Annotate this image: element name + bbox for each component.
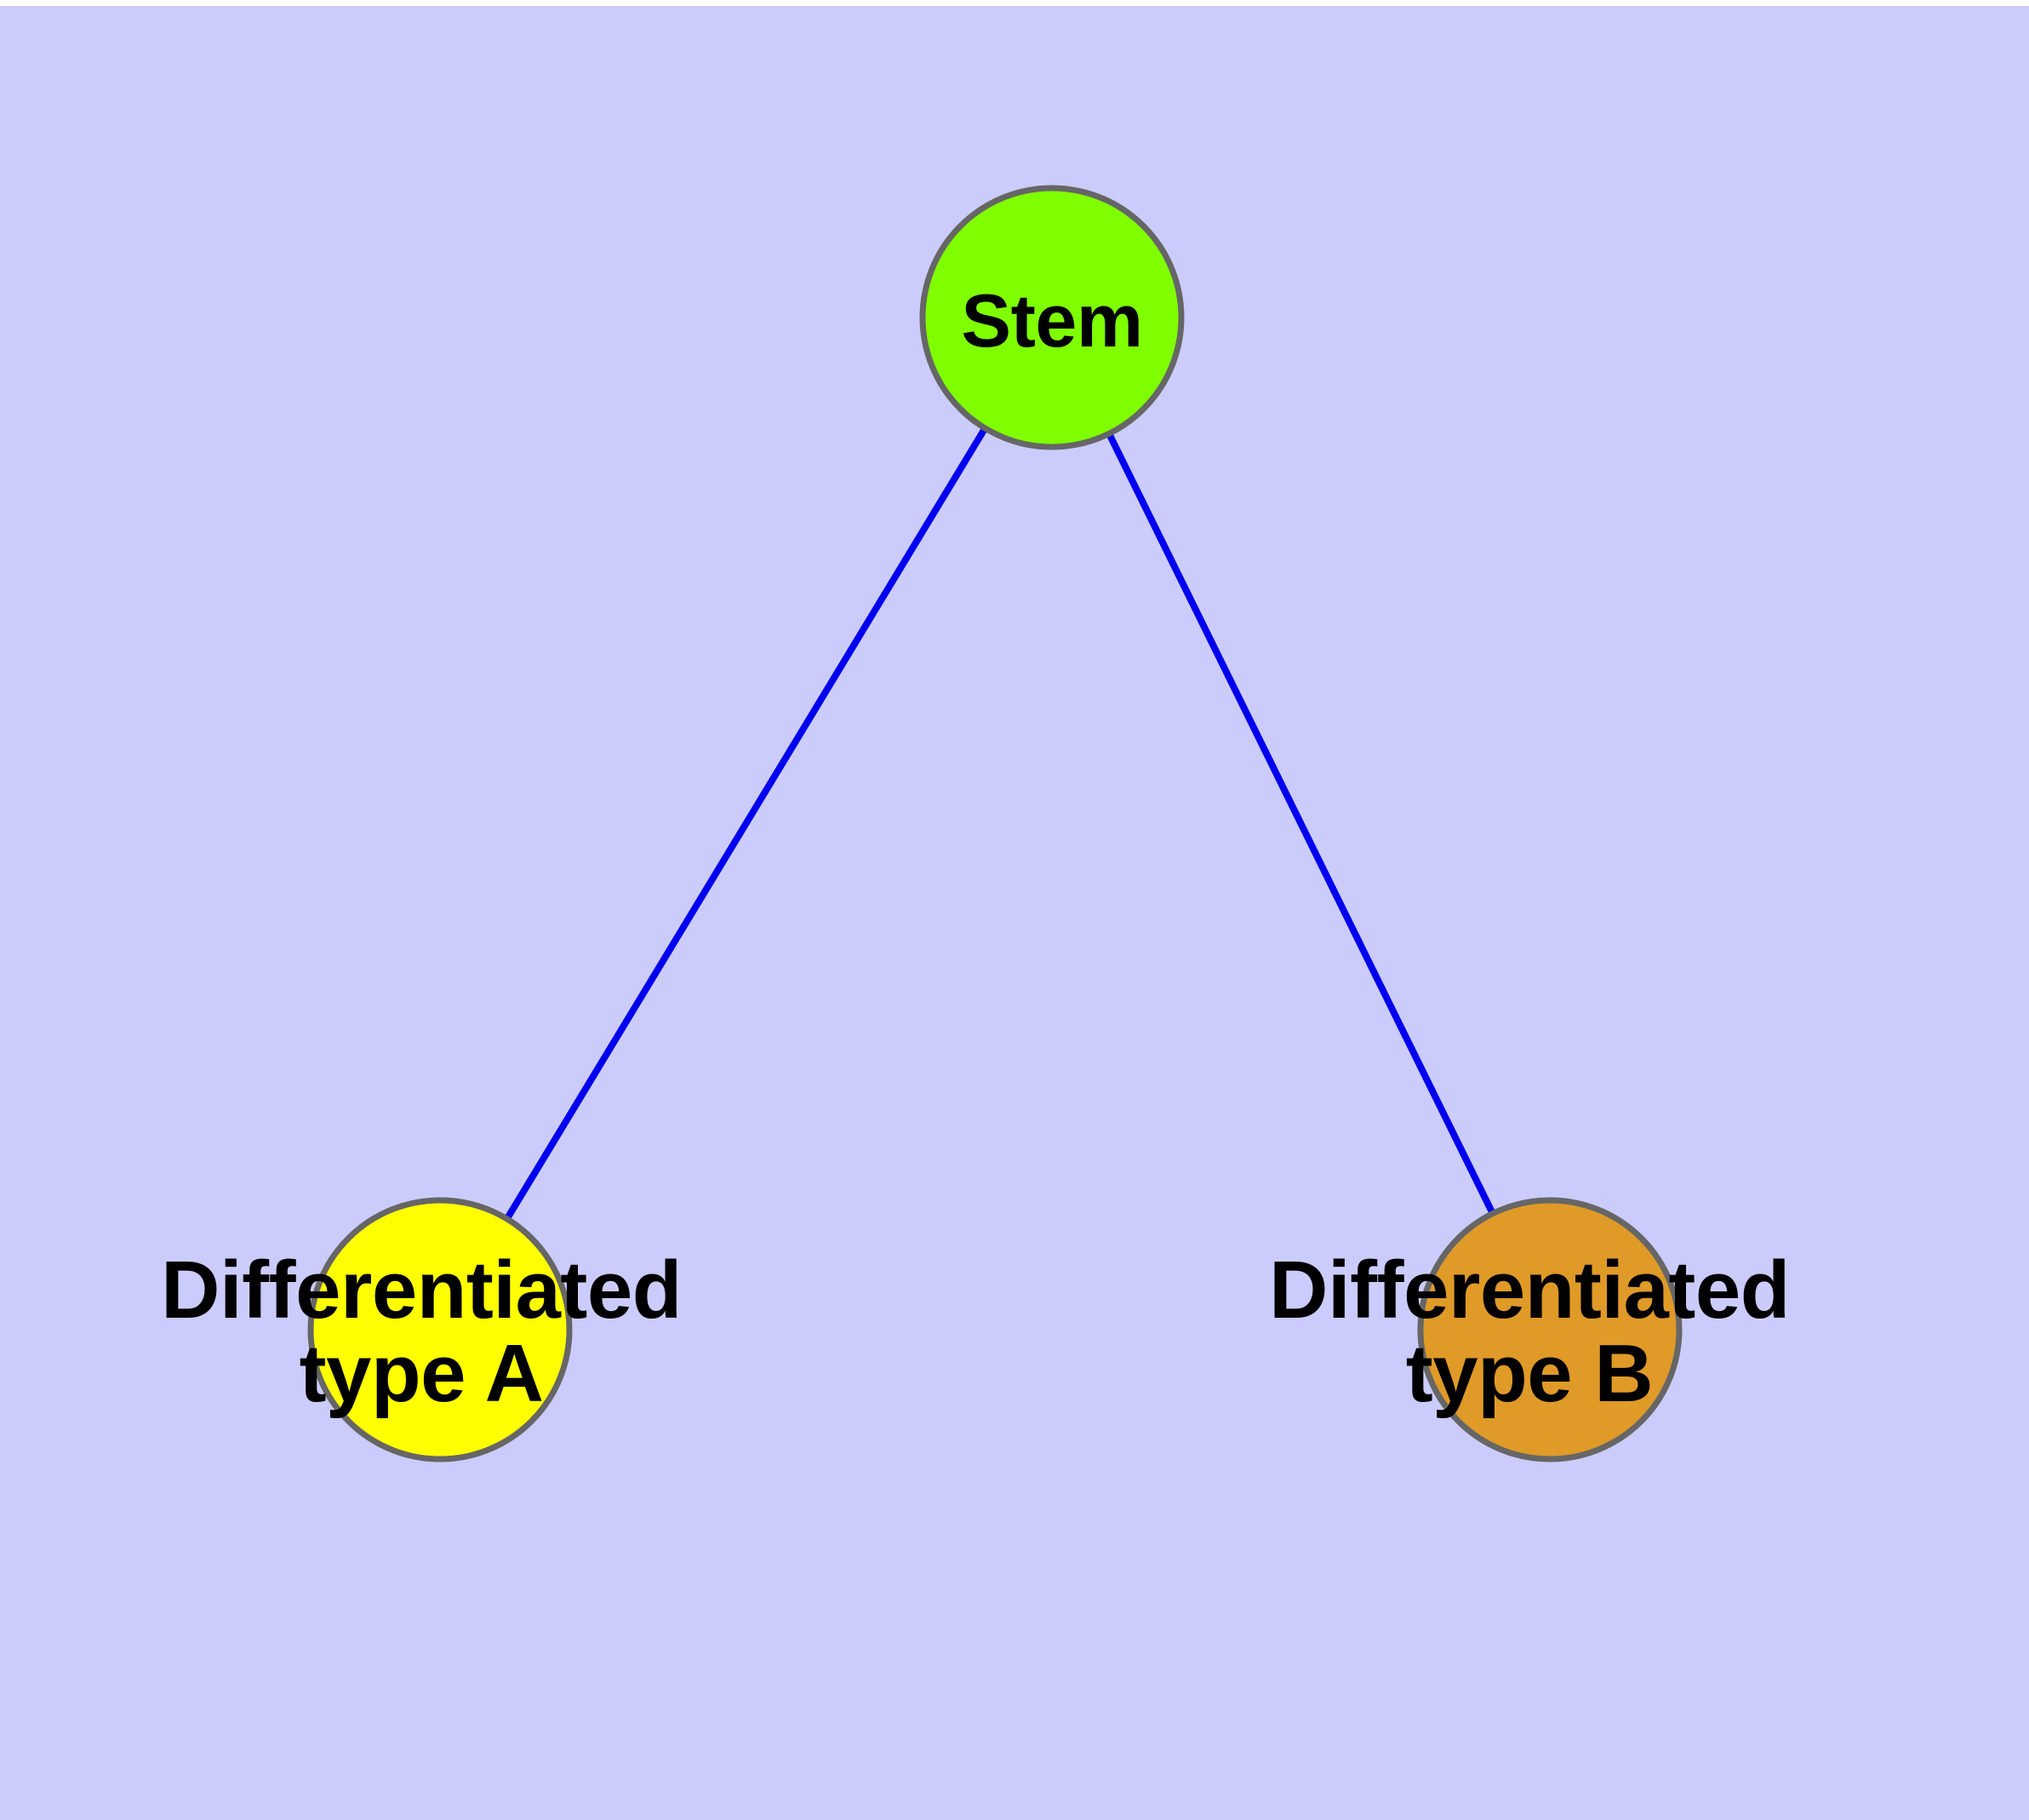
- node-circle-stem[interactable]: [919, 185, 1185, 450]
- nodes-layer: [307, 185, 1683, 1462]
- graph-svg: [307, 185, 1683, 1462]
- edges-layer: [437, 315, 1553, 1332]
- edge-stem-diff-a[interactable]: [437, 315, 1055, 1332]
- node-circle-diff_a[interactable]: [307, 1197, 573, 1462]
- node-circle-diff_b[interactable]: [1417, 1197, 1683, 1462]
- edge-stem-diff-b[interactable]: [1049, 316, 1553, 1331]
